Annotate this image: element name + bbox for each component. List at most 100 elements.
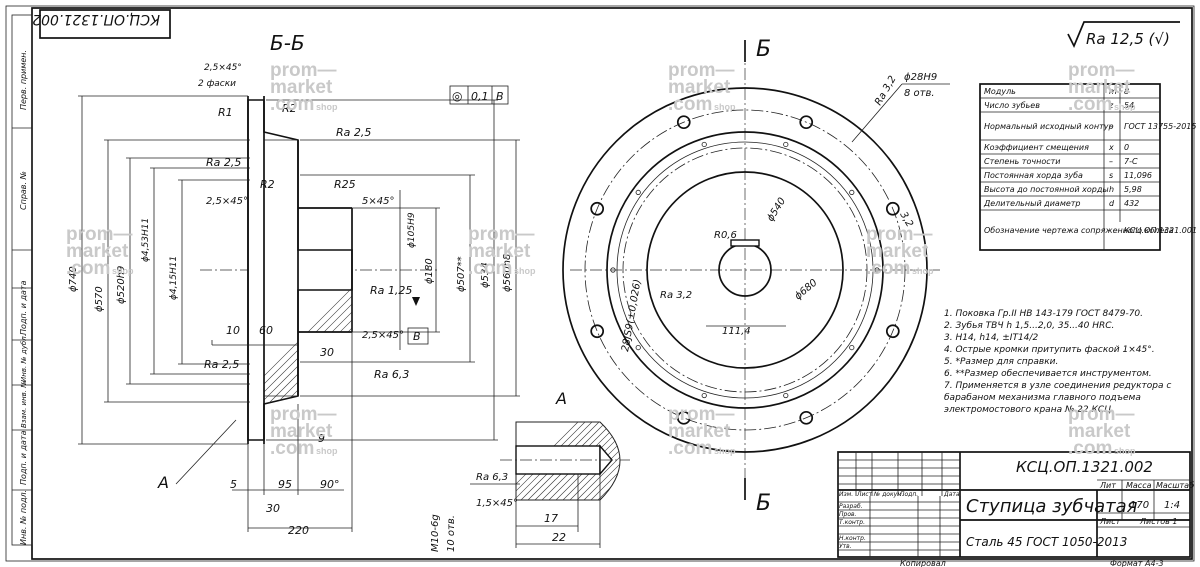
annotation: 2,5×45° [204, 63, 242, 73]
sheets-label: Листов 1 [1139, 517, 1178, 526]
watermark-suffix: shop [714, 102, 736, 112]
watermark-line: market [270, 77, 333, 98]
watermark-suffix: shop [912, 266, 934, 276]
watermark-suffix: shop [316, 102, 338, 112]
view-arrow-label: А [157, 473, 169, 492]
tb-row-label: Подп. [900, 491, 918, 498]
watermark-line: market [668, 77, 731, 98]
param-value: 7-С [1124, 157, 1138, 166]
tb-row-label: Дата [943, 491, 960, 498]
annotation: 30 [320, 346, 334, 359]
note-line: 4. Острые кромки притупить фаской 1×45°. [944, 345, 1155, 355]
watermark-line: .com [866, 258, 910, 279]
annotation: 2 фаски [198, 79, 236, 89]
material: Сталь 45 ГОСТ 1050-2013 [966, 535, 1127, 549]
tapped-hole [783, 141, 789, 148]
general-roughness-text: Ra 12,5 (√) [1086, 30, 1170, 48]
param-symbol: s [1109, 171, 1113, 180]
param-symbol: x [1108, 143, 1114, 152]
col-lit: Лит [1099, 481, 1116, 490]
annotation: Ra 2,5 [206, 156, 241, 169]
note-line: 7. Применяется в узле соединения редукто… [944, 381, 1171, 391]
annotation: 2,5×45° [206, 196, 248, 207]
bore-circle [646, 171, 844, 369]
watermark-line: market [866, 241, 929, 262]
scale-value: 1:4 [1164, 500, 1180, 511]
sheet-outer-frame [5, 5, 1195, 562]
tb-row-label: Лист [856, 491, 873, 498]
sidebar-label: Инв. № дубл. [20, 334, 28, 382]
tb-role: Утв. [839, 543, 852, 550]
detail-title: А [555, 389, 567, 408]
bolt-circle [584, 109, 906, 431]
annotation: 10 отв. [446, 515, 457, 552]
watermark-line: prom— [866, 224, 933, 245]
annotation: 95 [278, 478, 292, 491]
keyway [730, 239, 760, 247]
param-symbol: h [1109, 185, 1114, 194]
tb-row-label: Изм. [839, 491, 853, 498]
note-line: 2. Зубья ТВЧ h 1,5...2,0, 35...40 HRC. [944, 321, 1114, 331]
cut-letter-top: Б [756, 37, 771, 62]
tolerance-value: 0,1 [471, 90, 489, 103]
annotation: Ra 2,5 [204, 358, 239, 371]
watermark-line: .com [1068, 94, 1112, 115]
tapped-holes [610, 141, 880, 399]
datum-box: В [407, 327, 429, 345]
concentricity-symbol: ◎ [452, 89, 462, 103]
annotation: ϕ560h8 [502, 254, 513, 292]
note-line: 3. H14, h14, ±IT14/2 [944, 333, 1038, 343]
annotation: ϕ570 [94, 286, 105, 312]
sidebar-label: Взам. инв. № [20, 380, 28, 428]
tapped-hole [635, 189, 641, 196]
general-roughness: Ra 12,5 (√) [1067, 21, 1180, 49]
sheet-label: Лист [1099, 517, 1121, 526]
param-name: Постоянная хорда зуба [984, 171, 1083, 180]
technical-notes: 1. Поковка Гр.II НВ 143-179 ГОСТ 8479-70… [944, 309, 1171, 415]
param-value: КСЦ.ОП.1321.001 [1124, 226, 1197, 235]
tb-role: Т.контр. [839, 519, 865, 526]
annotation: 22 [552, 531, 566, 544]
annotation: ϕ28H9 [904, 72, 937, 83]
annotation: Ra 6,3 [476, 472, 508, 483]
watermark-suffix: shop [514, 266, 536, 276]
note-line: 5. *Размер для справки. [944, 357, 1058, 367]
watermark-line: prom— [270, 60, 337, 81]
tapped-hole [849, 189, 855, 196]
annotation: R25 [334, 178, 356, 191]
section-dimension-lines [78, 95, 520, 532]
param-value: 0 [1124, 143, 1129, 152]
outer-rim [562, 87, 928, 453]
annotation: 5 [230, 478, 237, 491]
watermark-line: market [668, 421, 731, 442]
col-scale: Масштаб [1156, 481, 1194, 490]
watermark-line: prom— [270, 404, 337, 425]
annotation: 9 [318, 432, 325, 445]
tolerance-datum: В [496, 90, 504, 103]
param-value: 432 [1124, 199, 1139, 208]
watermark-line: .com [1068, 438, 1112, 459]
annotation: Ra 1,25 [370, 284, 412, 297]
param-name: Число зубьев [984, 101, 1040, 110]
part-name: Ступица зубчатая [966, 496, 1138, 517]
annotation: 60 [259, 324, 273, 337]
watermark-suffix: shop [112, 266, 134, 276]
bolt-hole [676, 410, 691, 425]
bolt-holes [590, 115, 900, 425]
param-value: 5,98 [1124, 185, 1142, 194]
bolt-hole [676, 115, 691, 130]
hub-circle [606, 131, 884, 409]
tolerance-frame: ◎ 0,1 В [449, 85, 509, 105]
annotation: ϕ180 [424, 258, 435, 284]
note-line: 1. Поковка Гр.II НВ 143-179 ГОСТ 8479-70… [944, 309, 1143, 319]
annotation: R0,6 [714, 230, 737, 241]
annotation: ϕ534 [480, 262, 491, 288]
annotation: 28JS9(±0,026) [620, 279, 644, 353]
mass-value: 170 [1130, 500, 1149, 511]
annotation: 90° [320, 478, 340, 491]
section-title: Б-Б [270, 31, 305, 55]
gear-pitch-circle [622, 147, 868, 393]
detail-view: А Ra 6,3 1,5×45° M10-6g 10 отв. 17 22 [430, 389, 630, 552]
left-sidebar: Перв. примен. Справ. № Подп. и дата Инв.… [11, 14, 33, 546]
watermark-line: prom— [1068, 60, 1135, 81]
